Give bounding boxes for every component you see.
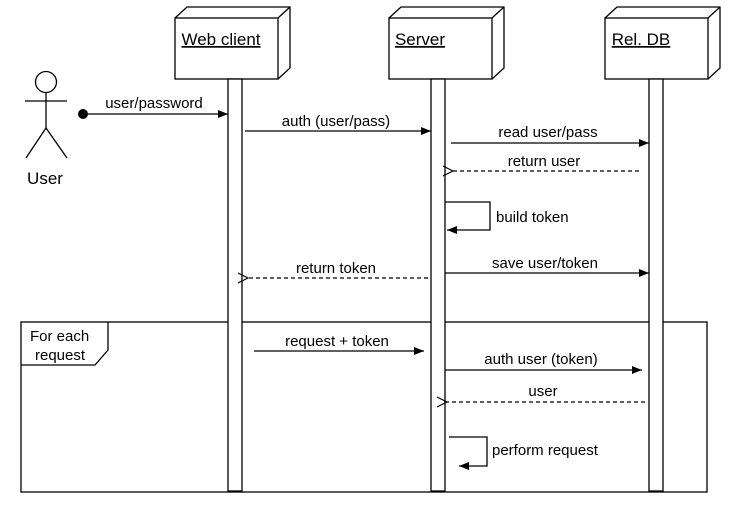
actor-user-icon <box>34 70 58 94</box>
participant-web-client: Web client <box>174 6 291 80</box>
message-perform-request-label: perform request <box>492 442 599 459</box>
loop-frame: For each request <box>20 321 708 493</box>
message-user-password: user/password <box>78 95 228 119</box>
message-auth-user-pass-label: auth (user/pass) <box>282 113 390 130</box>
message-read-user-pass-label: read user/pass <box>498 124 597 141</box>
message-save-user-token-label: save user/token <box>492 255 598 272</box>
message-user: user <box>447 383 645 402</box>
message-auth-user-token: auth user (token) <box>445 351 642 374</box>
loop-label-line2: request <box>35 347 86 364</box>
message-request-token: request + token <box>254 333 424 355</box>
message-build-token-label: build token <box>496 209 569 226</box>
actor-user: User <box>25 70 68 188</box>
participant-server-label: Server <box>395 30 445 49</box>
message-request-token-label: request + token <box>285 333 389 350</box>
activation-bar-server <box>430 78 446 492</box>
message-auth-user-token-label: auth user (token) <box>484 351 597 368</box>
message-read-user-pass: read user/pass <box>451 124 649 147</box>
message-build-token: build token <box>445 201 569 234</box>
loop-label-line1: For each <box>30 328 89 345</box>
message-perform-request: perform request <box>449 436 599 470</box>
participant-db-label: Rel. DB <box>612 30 671 49</box>
participant-web-client-label: Web client <box>181 30 260 49</box>
activation-bar-db <box>648 78 664 492</box>
message-return-user: return user <box>453 153 639 171</box>
message-return-token-label: return token <box>296 260 376 277</box>
actor-user-label: User <box>27 169 63 188</box>
participant-server: Server <box>388 6 505 80</box>
participant-db: Rel. DB <box>604 6 721 80</box>
message-auth-user-pass: auth (user/pass) <box>245 113 431 135</box>
message-return-token: return token <box>248 260 428 278</box>
message-user-password-label: user/password <box>105 95 203 112</box>
message-user-label: user <box>528 383 557 400</box>
message-return-user-label: return user <box>508 153 581 170</box>
activation-bar-web-client <box>227 78 243 492</box>
message-save-user-token: save user/token <box>445 255 649 277</box>
